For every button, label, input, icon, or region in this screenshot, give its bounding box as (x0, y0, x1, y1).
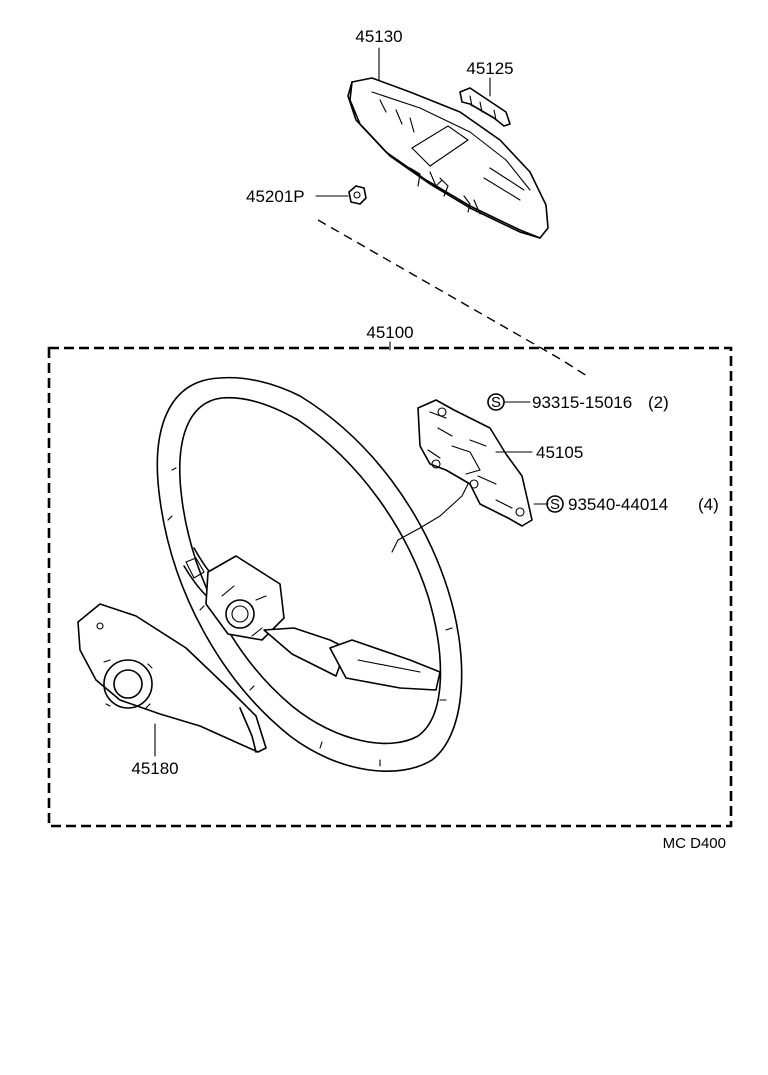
standard-part-symbol-2: S (546, 495, 564, 513)
clip-45125 (459, 87, 511, 127)
steering-wheel (156, 376, 471, 772)
svg-text:S: S (550, 496, 560, 513)
figure-code: MC D400 (663, 835, 726, 852)
assembly-relation-line (317, 219, 591, 379)
label-93315-15016: 93315-15016 (532, 393, 632, 412)
qty-93540-44014: (4) (698, 495, 719, 514)
label-45105: 45105 (536, 443, 583, 462)
label-45201P: 45201P (246, 187, 305, 206)
label-45130: 45130 (355, 27, 402, 46)
bracket-45105 (417, 399, 533, 527)
label-45180: 45180 (131, 759, 178, 778)
label-93540-44014: 93540-44014 (568, 495, 668, 514)
label-45125: 45125 (466, 59, 513, 78)
label-45100: 45100 (366, 323, 413, 342)
assembly-boundary-45100 (47, 346, 733, 828)
nut-45201P (348, 185, 367, 205)
pad-cover-45130 (347, 77, 549, 239)
lower-cover-45180 (77, 603, 267, 753)
svg-text:S: S (491, 394, 501, 411)
qty-93315-15016: (2) (648, 393, 669, 412)
standard-part-symbol-1: S (487, 393, 505, 411)
